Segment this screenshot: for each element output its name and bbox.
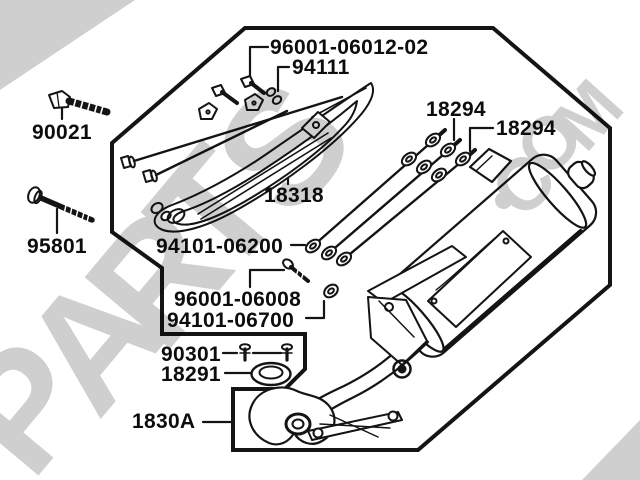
muffler-side-panel [427,230,532,328]
part-label-94101-06200: 94101-06200 [156,235,284,258]
exhaust-flange [307,410,403,441]
muffler-stay-bracket [367,245,467,379]
bolt-96001-06008 [282,258,310,283]
heat-shield-18318 [153,82,375,233]
part-label-1830A: 1830A [132,410,196,433]
part-label-18294-a: 18294 [426,98,486,121]
part-label-18318: 18318 [264,184,324,207]
part-label-18291: 18291 [161,363,221,386]
gasket-18291 [250,361,292,387]
part-label-96001-06008: 96001-06008 [174,288,302,311]
part-label-96001-06012-02: 96001-06012-02 [270,36,429,59]
studs-90301 [239,343,293,362]
part-label-94101-06700: 94101-06700 [167,309,295,332]
bolt-90021 [48,90,111,117]
clamp-bolt-cluster [198,75,283,120]
bolt-95801 [27,186,95,223]
shield-mount-bolts [120,95,344,222]
part-label-90301: 90301 [161,343,221,366]
washers-94101-06200 [304,238,353,267]
diagram-border [110,26,612,452]
part-label-18294-b: 18294 [496,117,556,140]
leader-lines [55,45,495,424]
part-label-90021: 90021 [32,121,92,144]
part-label-95801: 95801 [27,235,87,258]
washers-18294 [400,132,472,183]
washer-94101-06700 [323,283,339,299]
part-label-94111: 94111 [292,56,350,79]
